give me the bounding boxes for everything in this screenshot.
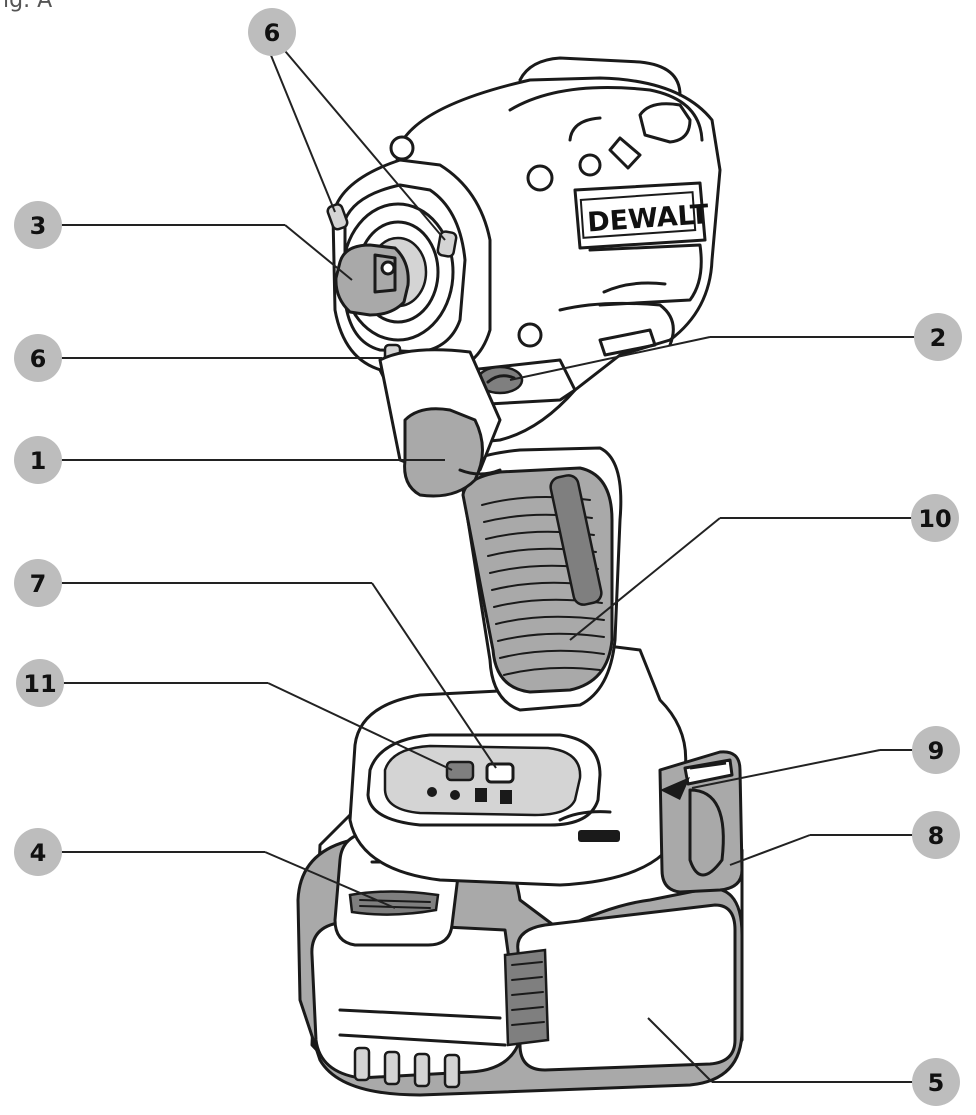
figure-label: Fig. A (0, 0, 53, 13)
anvil-square-drive (334, 243, 410, 317)
callout-number: 2 (930, 324, 947, 352)
callout-2: 2 (914, 313, 962, 361)
callout-5: 5 (912, 1058, 960, 1106)
tool-base (348, 638, 744, 894)
callout-9: 9 (912, 726, 960, 774)
callout-number: 8 (928, 822, 945, 850)
callout-10: 10 (911, 494, 959, 542)
callout-number: 10 (918, 505, 951, 533)
battery-vent-slots (353, 1046, 461, 1089)
callout-8: 8 (912, 811, 960, 859)
bit-holder (660, 758, 734, 800)
brand-plate: DEWALT (573, 181, 710, 250)
callout-number: 11 (23, 670, 56, 698)
callout-3: 3 (14, 201, 62, 249)
callout-11: 11 (16, 659, 64, 707)
trigger-switch (378, 348, 502, 498)
callout-number: 6 (30, 345, 47, 373)
callout-7: 7 (14, 559, 62, 607)
leader-lines (60, 44, 938, 1083)
battery-side-grip (503, 948, 550, 1047)
callout-6-top: 6 (248, 8, 296, 56)
callout-4: 4 (14, 828, 62, 876)
bottom-lights (558, 810, 620, 842)
callout-number: 5 (928, 1069, 945, 1097)
callout-number: 1 (30, 447, 47, 475)
callout-number: 6 (264, 19, 281, 47)
callout-6-left: 6 (14, 334, 62, 382)
callout-number: 7 (30, 570, 47, 598)
callout-1: 1 (14, 436, 62, 484)
control-panel (383, 744, 582, 817)
callout-number: 4 (30, 839, 47, 867)
anvil-head (326, 158, 492, 374)
handle (458, 446, 623, 712)
callout-number: 9 (928, 737, 945, 765)
callout-number: 3 (30, 212, 47, 240)
